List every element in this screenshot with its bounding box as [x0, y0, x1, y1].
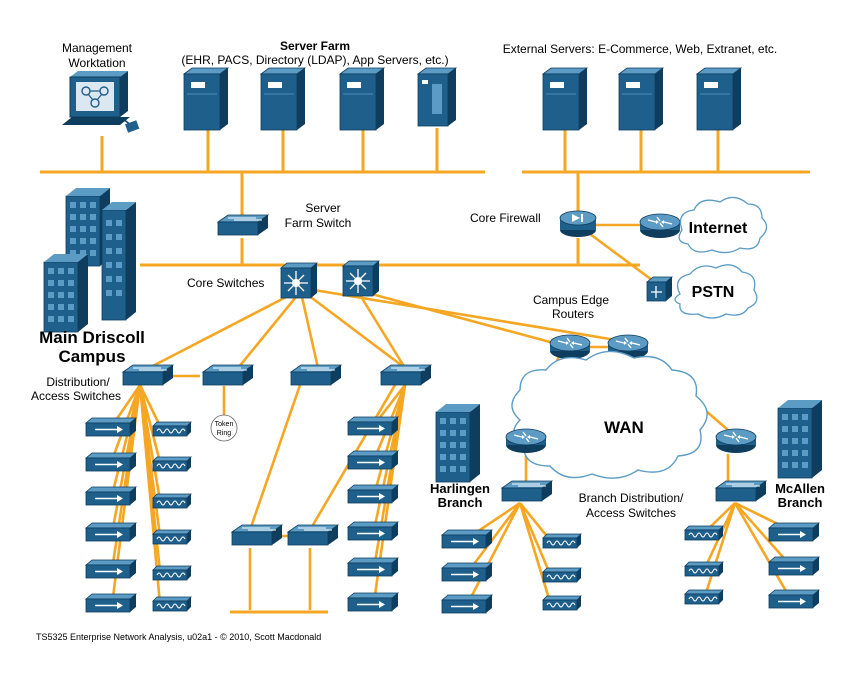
hub-icon[interactable] [152, 456, 192, 472]
server-farm-subtitle: (EHR, PACS, Directory (LDAP), App Server… [181, 53, 448, 67]
distribution-label-2: Access Switches [31, 389, 121, 403]
access-switch-icon[interactable] [768, 556, 820, 576]
switch-icon[interactable] [217, 214, 269, 236]
access-switch-icon[interactable] [347, 557, 399, 577]
router-icon[interactable] [639, 213, 681, 239]
core-switch-icon[interactable] [280, 262, 318, 299]
server-icon[interactable] [542, 67, 588, 131]
server-icon[interactable] [696, 67, 742, 131]
core-firewall-label: Core Firewall [470, 211, 541, 225]
building-icon [43, 187, 136, 333]
access-switch-icon[interactable] [347, 521, 399, 541]
router-icon[interactable] [549, 334, 591, 360]
hub-icon[interactable] [684, 589, 724, 605]
mcallen-label-1: McAllen [775, 481, 825, 496]
internet-cloud-icon [678, 196, 768, 254]
access-switch-icon[interactable] [85, 417, 137, 437]
harlingen-label-1: Harlingen [430, 481, 490, 496]
access-switch-icon[interactable] [441, 562, 493, 582]
core-switches-label: Core Switches [187, 276, 264, 290]
mainframe-server-icon[interactable] [416, 67, 458, 127]
switch-icon[interactable] [290, 364, 342, 386]
access-switch-icon[interactable] [441, 529, 493, 549]
hub-icon[interactable] [152, 596, 192, 612]
campus-edge-routers-label-1: Campus Edge [533, 293, 609, 307]
main-campus-label-2: Campus [58, 347, 125, 366]
access-switch-icon[interactable] [347, 450, 399, 470]
access-switch-icon[interactable] [768, 522, 820, 542]
switch-icon[interactable] [202, 364, 254, 386]
management-label-2: Worktation [68, 56, 125, 70]
server-farm-title: Server Farm [280, 39, 350, 53]
harlingen-label-2: Branch [438, 495, 483, 510]
core-switch-icon[interactable] [342, 260, 380, 297]
hub-icon[interactable] [542, 567, 582, 583]
monitor-icon[interactable] [62, 71, 140, 133]
external-servers-label: External Servers: E-Commerce, Web, Extra… [503, 42, 778, 56]
hub-icon[interactable] [152, 529, 192, 545]
token-ring-icon [210, 414, 238, 442]
hub-icon[interactable] [684, 561, 724, 577]
hub-icon[interactable] [542, 533, 582, 549]
branch-distribution-label-1: Branch Distribution/ [579, 491, 684, 505]
labels: Management Worktation Server Farm (EHR, … [31, 39, 825, 642]
server-icon[interactable] [183, 67, 229, 131]
access-switch-icon[interactable] [85, 452, 137, 472]
access-switch-icon[interactable] [85, 486, 137, 506]
firewall-icon[interactable] [559, 210, 597, 237]
router-icon[interactable] [715, 428, 757, 454]
building-icon [777, 399, 823, 479]
access-switch-icon[interactable] [85, 522, 137, 542]
mcallen-label-2: Branch [778, 495, 823, 510]
footer-credit: TS5325 Enterprise Network Analysis, u02a… [36, 632, 321, 642]
pstn-cloud-icon [674, 264, 758, 319]
switch-icon[interactable] [501, 480, 553, 502]
hub-icon[interactable] [542, 595, 582, 611]
distribution-label-1: Distribution/ [46, 375, 110, 389]
access-switch-icon[interactable] [347, 416, 399, 436]
access-switch-icon[interactable] [85, 593, 137, 613]
pstn-label: PSTN [692, 284, 735, 301]
switch-icon[interactable] [715, 480, 767, 502]
server-icon[interactable] [339, 67, 385, 131]
internet-label: Internet [689, 220, 748, 237]
pstn-switch-icon[interactable] [645, 276, 674, 302]
token-ring-label-1: Token [215, 421, 234, 428]
router-icon[interactable] [505, 428, 547, 454]
switch-icon[interactable] [122, 364, 174, 386]
management-label-1: Management [62, 41, 133, 55]
server-icon[interactable] [618, 67, 664, 131]
hub-icon[interactable] [152, 493, 192, 509]
switch-icon[interactable] [231, 524, 283, 546]
access-switch-icon[interactable] [441, 594, 493, 614]
switch-icon[interactable] [380, 364, 432, 386]
campus-edge-routers-label-2: Routers [552, 307, 594, 321]
hub-icon[interactable] [152, 421, 192, 437]
access-switch-icon[interactable] [768, 589, 820, 609]
wan-cloud-icon [511, 350, 708, 479]
building-icon [435, 403, 481, 483]
server-farm-switch-label-1: Server [305, 201, 340, 215]
server-farm-switch-label-2: Farm Switch [285, 216, 352, 230]
switch-icon[interactable] [287, 524, 339, 546]
server-icon[interactable] [260, 67, 306, 131]
main-campus-label-1: Main Driscoll [39, 328, 145, 347]
access-switch-icon[interactable] [347, 592, 399, 612]
hub-icon[interactable] [152, 565, 192, 581]
access-switch-icon[interactable] [347, 484, 399, 504]
wan-label: WAN [604, 418, 644, 437]
branch-distribution-label-2: Access Switches [586, 506, 676, 520]
token-ring-label-2: Ring [217, 430, 232, 437]
access-switch-icon[interactable] [85, 559, 137, 579]
hub-icon[interactable] [684, 525, 724, 541]
